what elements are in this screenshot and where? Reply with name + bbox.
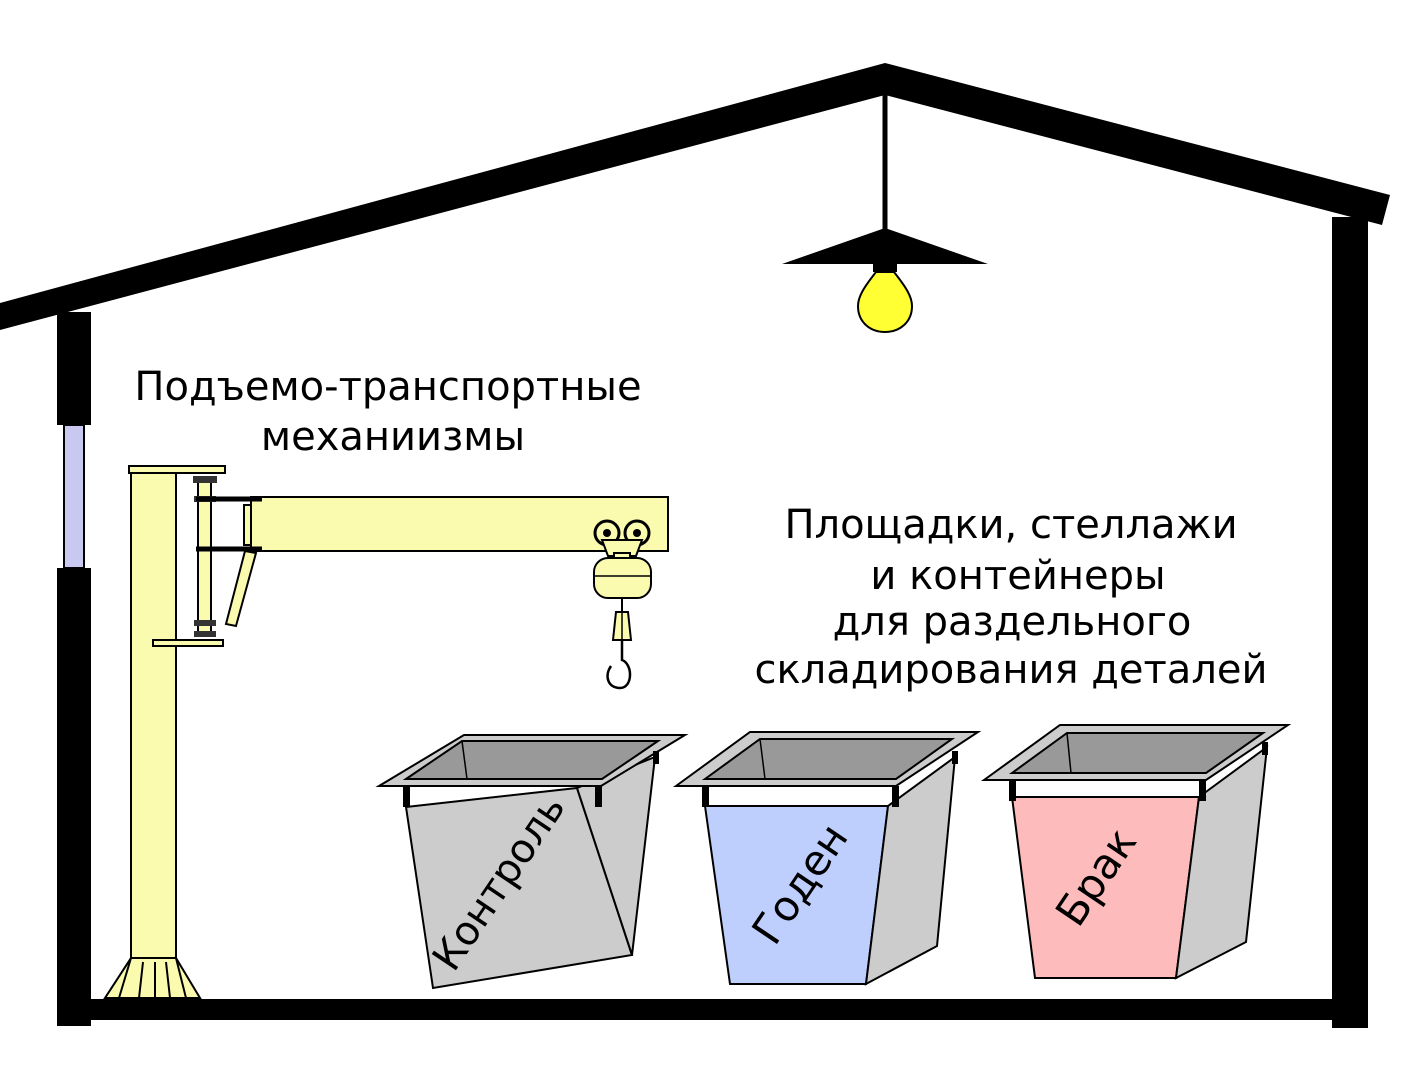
crane-base (103, 957, 202, 999)
hook-icon (606, 640, 632, 690)
ceiling-lamp (782, 95, 988, 334)
lamp-shade (782, 228, 988, 264)
window (63, 424, 85, 569)
jib-crane (103, 465, 669, 999)
crane-caption-line-1: Подъемо-транспортные (134, 364, 641, 410)
storage-caption: Площадки, стеллажи и контейнеры для разд… (754, 502, 1267, 693)
container-good (672, 731, 982, 986)
crane-column (130, 471, 177, 965)
crane-sleeve (197, 479, 212, 637)
storage-caption-line-2: и контейнеры (870, 553, 1165, 599)
crane-caption: Подъемо-транспортные механиизмы (134, 364, 641, 460)
storage-caption-line-1: Площадки, стеллажи (784, 502, 1237, 548)
storage-caption-line-4: складирования деталей (754, 647, 1267, 693)
container-control (375, 734, 689, 990)
hoist-motor (593, 557, 652, 599)
crane-caption-line-2: механиизмы (261, 414, 525, 460)
left-wall-lower (57, 568, 91, 1026)
left-wall-upper (57, 312, 91, 425)
jib-brace (224, 549, 258, 628)
floor (88, 999, 1335, 1020)
right-wall (1332, 217, 1368, 1028)
hoist (593, 519, 652, 690)
container-reject (980, 724, 1292, 980)
light-bulb-icon (856, 271, 914, 334)
storage-caption-line-3: для раздельного (833, 599, 1192, 645)
building (0, 63, 1390, 1028)
roof (0, 63, 1390, 330)
